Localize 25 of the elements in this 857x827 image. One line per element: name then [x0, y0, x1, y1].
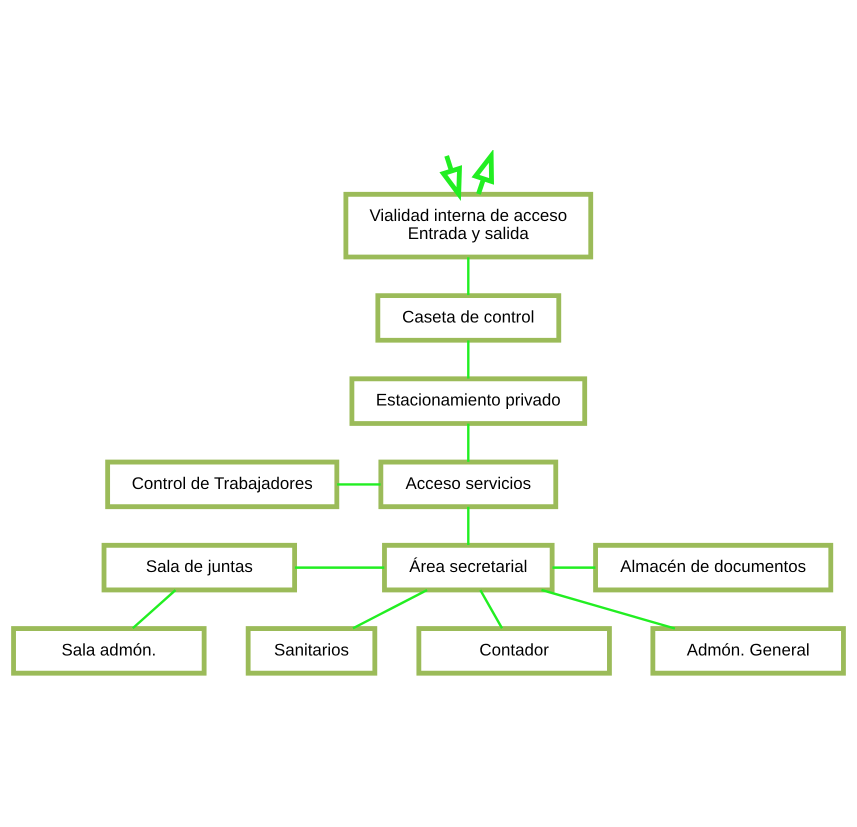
- connector: [479, 588, 504, 628]
- node-box: Admón. General: [650, 626, 846, 676]
- connector: [467, 256, 470, 295]
- connector: [467, 506, 470, 545]
- connector: [467, 340, 470, 378]
- node-box: Vialidad interna de acceso Entrada y salida: [343, 191, 594, 259]
- node-box: Sanitarios: [246, 626, 378, 676]
- node-box: Contador: [416, 626, 612, 676]
- connector: [541, 588, 676, 630]
- node-box: Almacén de documentos: [593, 542, 834, 592]
- node-box: Sala admón.: [11, 626, 207, 676]
- connector: [294, 566, 384, 568]
- node-box: Caseta de control: [375, 292, 562, 342]
- connector: [132, 588, 176, 629]
- node-box: Estacionamiento privado: [350, 376, 588, 426]
- connector: [352, 588, 428, 629]
- node-box: Sala de juntas: [102, 542, 298, 592]
- connector: [337, 482, 381, 486]
- connector: [467, 423, 470, 462]
- arrow: [439, 154, 462, 200]
- node-box: Control de Trabajadores: [105, 459, 340, 509]
- node-box: Área secretarial: [382, 542, 555, 592]
- node-box: Acceso servicios: [378, 459, 558, 509]
- arrow: [472, 150, 494, 194]
- connector: [552, 566, 596, 568]
